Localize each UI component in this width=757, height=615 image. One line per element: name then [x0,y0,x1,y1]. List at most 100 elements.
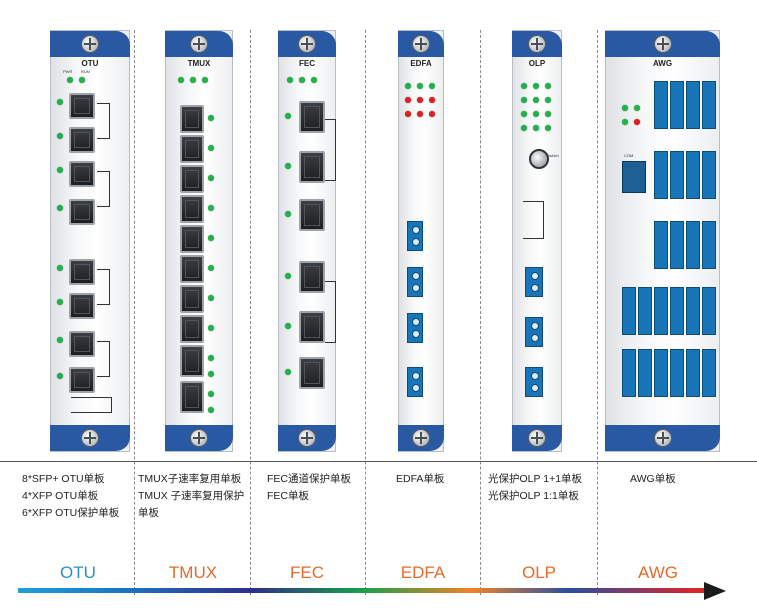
lc-fiber-port[interactable] [686,349,700,397]
lc-fiber-port[interactable] [686,81,700,129]
lc-fiber-port[interactable] [525,317,543,347]
lc-fiber-port[interactable] [670,151,684,199]
screw-icon[interactable] [528,35,546,53]
sfp-port[interactable] [69,161,95,187]
sfp-port[interactable] [180,165,204,193]
lc-fiber-port[interactable] [670,221,684,269]
sfp-port[interactable] [69,127,95,153]
screw-icon[interactable] [81,35,99,53]
desc-line: 单板 [138,507,159,519]
lc-fiber-port[interactable] [407,221,423,251]
bracket-line [97,171,110,207]
lc-fiber-port[interactable] [702,81,716,129]
lc-fiber-port[interactable] [654,349,668,397]
sfp-port[interactable] [180,195,204,223]
screw-icon[interactable] [190,35,208,53]
lc-fiber-port[interactable] [407,313,423,343]
status-led-icon [285,323,291,329]
lc-fiber-port[interactable] [638,349,652,397]
desc-line: EDFA单板 [396,473,445,485]
category-label-olp: OLP [521,563,557,582]
status-led-icon [634,105,640,111]
sfp-port[interactable] [69,293,95,319]
lc-fiber-port[interactable] [702,287,716,335]
lc-fiber-port[interactable] [654,221,668,269]
status-led-icon [57,337,63,343]
screw-icon[interactable] [298,429,316,447]
desc-line: FEC通道保护单板 [267,473,351,485]
xfp-port[interactable] [299,311,325,343]
lc-fiber-port[interactable] [654,287,668,335]
sfp-port[interactable] [69,331,95,357]
status-led-icon [208,355,214,361]
lc-fiber-port[interactable] [638,287,652,335]
sfp-port[interactable] [180,285,204,313]
lc-fiber-port[interactable] [670,287,684,335]
sfp-port[interactable] [69,199,95,225]
lc-fiber-port[interactable] [407,267,423,297]
xfp-port[interactable] [299,357,325,389]
screw-icon[interactable] [653,429,672,447]
com-port[interactable] [622,161,646,193]
lc-fiber-port[interactable] [670,349,684,397]
lc-fiber-port[interactable] [622,287,636,335]
lc-fiber-port[interactable] [686,287,700,335]
screw-icon[interactable] [653,35,672,53]
lc-fiber-port[interactable] [686,151,700,199]
screw-icon[interactable] [412,429,430,447]
status-led-icon [285,369,291,375]
desc-line: 6*XFP OTU保护单板 [22,507,120,519]
screw-icon[interactable] [412,35,430,53]
column-divider [250,30,251,595]
screw-icon[interactable] [81,429,99,447]
sfp-port[interactable] [180,255,204,283]
category-label-awg: AWG [638,563,678,582]
port-ferrule-icon [412,329,420,338]
status-led-icon [67,77,73,83]
sfp-port[interactable] [180,105,204,133]
lc-fiber-port[interactable] [686,221,700,269]
status-led-icon [208,235,214,241]
lc-fiber-port[interactable] [702,221,716,269]
lc-fiber-port[interactable] [654,151,668,199]
lc-fiber-port[interactable] [407,367,423,397]
xfp-port[interactable] [180,345,204,377]
lc-fiber-port[interactable] [654,81,668,129]
status-led-icon [208,175,214,181]
screw-icon[interactable] [298,35,316,53]
port-ferrule-icon [531,333,539,342]
category-label-fec: FEC [290,563,324,582]
sfp-port[interactable] [69,259,95,285]
board-card-tmux: TMUX [165,30,233,452]
xfp-port[interactable] [299,151,325,183]
sfp-port[interactable] [69,93,95,119]
sfp-port[interactable] [69,367,95,393]
bracket-line [325,119,336,181]
lc-fiber-port[interactable] [525,367,543,397]
lc-fiber-port[interactable] [702,349,716,397]
xfp-port[interactable] [299,101,325,133]
status-led-icon [57,99,63,105]
sfp-port[interactable] [180,135,204,163]
lc-fiber-port[interactable] [525,267,543,297]
lc-fiber-port[interactable] [702,151,716,199]
sfp-port[interactable] [180,225,204,253]
port-ferrule-icon [531,322,539,331]
status-led-icon [429,83,435,89]
bracket-line [325,281,336,343]
xfp-port[interactable] [180,381,204,413]
xfp-port[interactable] [299,199,325,231]
status-led-icon [622,119,628,125]
switch-button[interactable] [529,149,549,169]
fec-description: FEC通道保护单板 FEC单板 [267,471,351,505]
category-label-tmux: TMUX [168,563,218,582]
xfp-port[interactable] [299,261,325,293]
screw-icon[interactable] [190,429,208,447]
lc-fiber-port[interactable] [670,81,684,129]
lc-fiber-port[interactable] [622,349,636,397]
screw-icon[interactable] [528,429,546,447]
sfp-port[interactable] [180,315,204,343]
status-led-icon [208,295,214,301]
status-led-icon [405,83,411,89]
